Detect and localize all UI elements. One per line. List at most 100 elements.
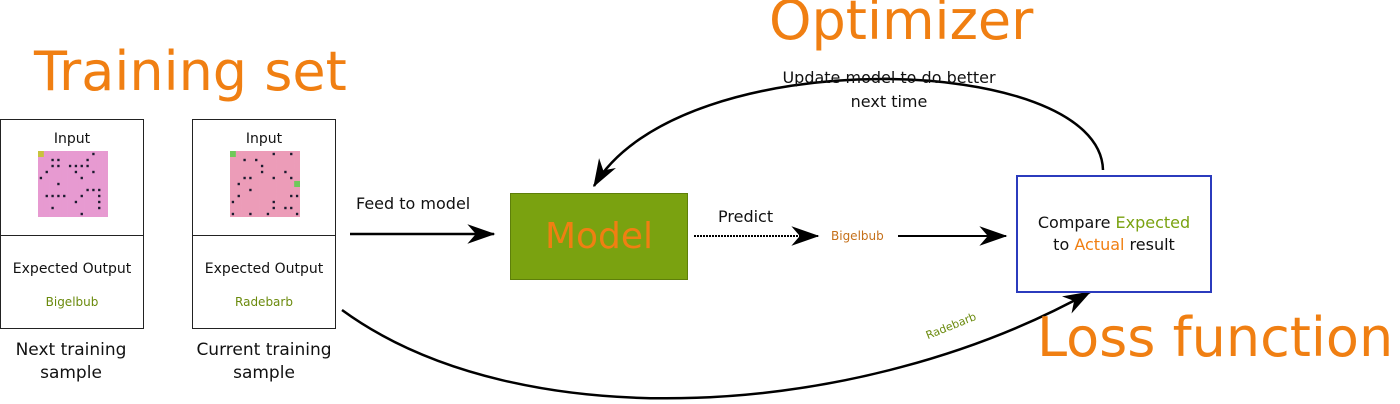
mosaic-pixel (78, 181, 85, 188)
mosaic-dark-pixel (272, 206, 275, 210)
mosaic-pixel (84, 205, 91, 212)
mosaic-pixel (84, 151, 91, 158)
mosaic-dark-pixel (51, 158, 54, 162)
predict-label: Predict (718, 207, 774, 226)
mosaic-pixel (73, 211, 80, 217)
mosaic-pixel (294, 187, 300, 194)
compare-suffix: result (1124, 235, 1175, 254)
mosaic-dark-pixel (237, 194, 240, 198)
mosaic-pixel (230, 187, 237, 194)
mosaic-pixel (43, 211, 50, 217)
mosaic-dark-pixel (80, 176, 83, 180)
mosaic-dark-pixel (295, 194, 299, 198)
mosaic-pixel (282, 187, 289, 194)
mosaic-pixel (282, 211, 289, 217)
mosaic-pixel (276, 163, 283, 170)
mosaic-pixel (73, 175, 80, 182)
mosaic-pixel (49, 175, 56, 182)
mosaic-dark-pixel (51, 194, 54, 198)
actual-word: Actual (1074, 235, 1125, 254)
input-label: Input (53, 131, 91, 147)
mosaic-dark-pixel (237, 182, 240, 186)
predicted-value: Bigelbub (831, 229, 884, 243)
mosaic-pixel (49, 151, 56, 158)
compare-text: Compare Expected to Actual result (1038, 212, 1190, 256)
mosaic-pixel (61, 211, 68, 217)
mosaic-pixel (84, 181, 91, 188)
mosaic-dark-pixel (86, 158, 89, 162)
mosaic-pixel (235, 151, 242, 158)
mosaic-pixel (96, 157, 103, 164)
mosaic-pixel (61, 151, 68, 158)
mosaic-dark-pixel (45, 170, 48, 174)
mosaic-pixel (67, 199, 74, 206)
mosaic-pixel (235, 157, 242, 164)
mosaic-pixel (90, 181, 97, 188)
mosaic-dark-pixel (92, 152, 95, 156)
mosaic-pixel (276, 157, 283, 164)
mosaic-pixel (230, 151, 237, 158)
mosaic-pixel (253, 205, 260, 212)
mosaic-pixel (73, 193, 80, 200)
mosaic-dark-pixel (272, 200, 275, 204)
mosaic-pixel (282, 163, 289, 170)
mosaic-pixel (265, 151, 272, 158)
mosaic-dark-pixel (57, 158, 60, 162)
feed-to-model-label: Feed to model (356, 194, 471, 213)
mosaic-pixel (270, 157, 277, 164)
mosaic-pixel (230, 181, 237, 188)
mosaic-pixel (55, 211, 62, 217)
mosaic-dark-pixel (57, 164, 60, 168)
mosaic-pixel (102, 205, 108, 212)
mosaic-pixel (84, 211, 91, 217)
mosaic-pixel (259, 187, 266, 194)
mosaic-pixel (73, 187, 80, 194)
mosaic-dark-pixel (86, 188, 89, 192)
mosaic-pixel (265, 163, 272, 170)
mosaic-pixel (282, 193, 289, 200)
mosaic-pixel (43, 205, 50, 212)
mosaic-dark-pixel (231, 200, 235, 204)
mosaic-pixel (282, 181, 289, 188)
mosaic-pixel (294, 169, 300, 176)
mosaic-dark-pixel (98, 188, 101, 192)
mosaic-pixel (241, 187, 248, 194)
mosaic-pixel (61, 169, 68, 176)
mosaic-pixel (96, 175, 103, 182)
mosaic-pixel (241, 181, 248, 188)
mosaic-pixel (38, 157, 45, 164)
mosaic-pixel (270, 163, 277, 170)
card-divider (1, 235, 143, 236)
mosaic-pixel (288, 169, 295, 176)
mosaic-pixel (270, 181, 277, 188)
update-model-label: Update model to do better next time (782, 68, 996, 111)
mosaic-pixel (247, 199, 254, 206)
mosaic-pixel (84, 193, 91, 200)
mosaic-pixel (276, 199, 283, 206)
expected-output-label: Expected Output (204, 261, 324, 277)
mosaic-pixel (230, 175, 237, 182)
mosaic-pixel (259, 211, 266, 217)
mosaic-pixel (230, 163, 237, 170)
mosaic-dark-pixel (290, 194, 293, 198)
optimizer-title: Optimizer (769, 0, 1034, 52)
mosaic-pixel (241, 205, 248, 212)
mosaic-pixel (270, 193, 277, 200)
mosaic-pixel (61, 163, 68, 170)
mosaic-pixel (294, 205, 300, 212)
mosaic-pixel (67, 169, 74, 176)
mosaic-dark-pixel (266, 212, 270, 216)
model-label: Model (544, 216, 654, 257)
mosaic-pixel (265, 157, 272, 164)
mosaic-pixel (55, 199, 62, 206)
mosaic-pixel (253, 169, 260, 176)
mosaic-pixel (288, 157, 295, 164)
mosaic-pixel (276, 151, 283, 158)
mosaic-pixel (61, 157, 68, 164)
mosaic-pixel (38, 163, 45, 170)
mosaic-pixel (67, 205, 74, 212)
mosaic-pixel (235, 205, 242, 212)
mosaic-pixel (259, 151, 266, 158)
mosaic-pixel (84, 169, 91, 176)
